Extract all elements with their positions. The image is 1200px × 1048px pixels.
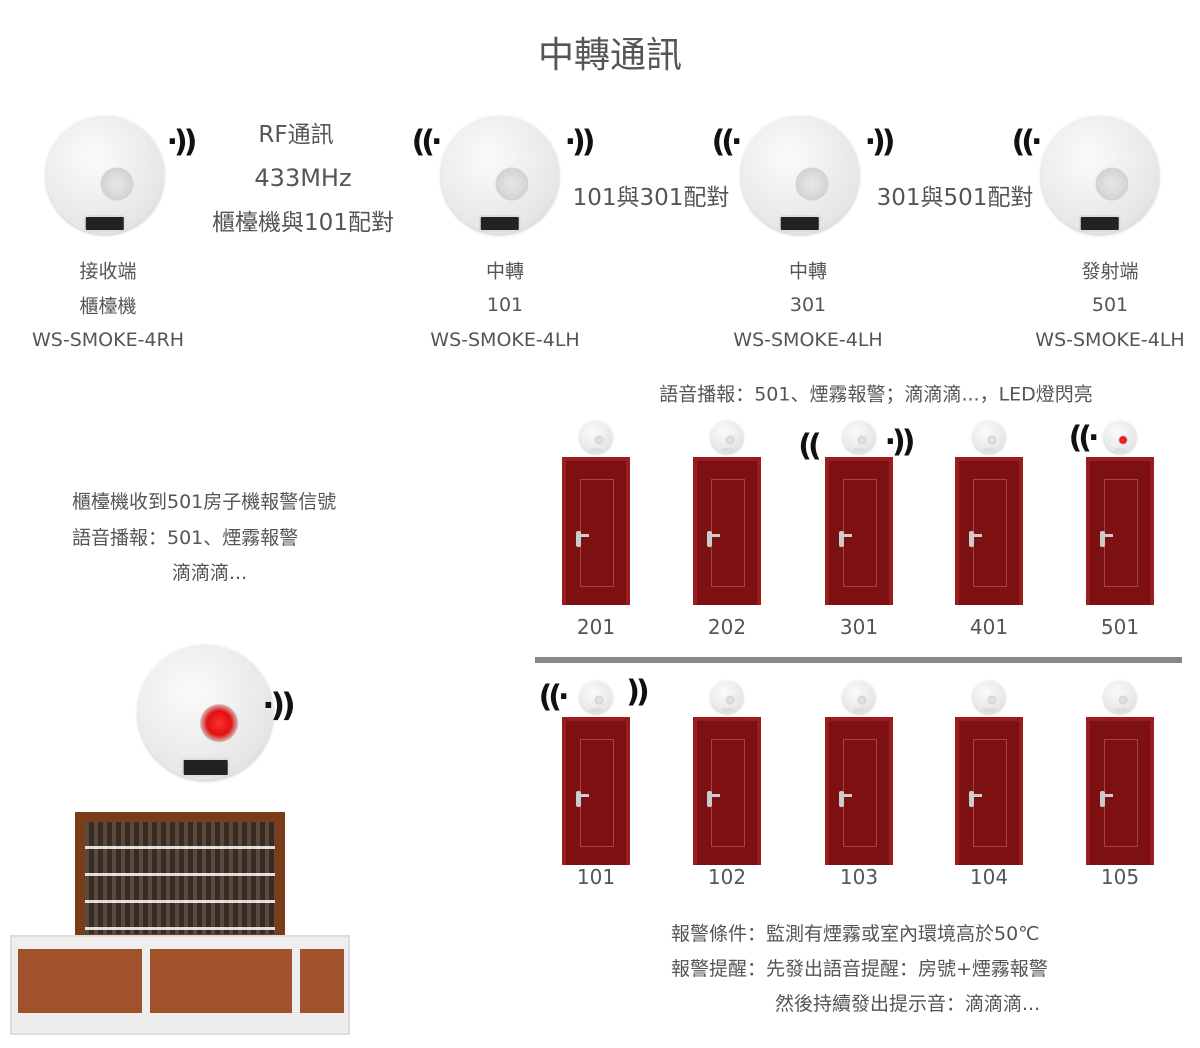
door-101 xyxy=(562,717,630,865)
device-name: 櫃檯機 xyxy=(79,295,137,318)
page-title: 中轉通訊 xyxy=(537,35,683,76)
signal-wave-icon: ·)) xyxy=(864,124,896,160)
room-smoke-detector xyxy=(843,681,875,713)
counter-text-line: 語音播報：501、煙霧報警 xyxy=(72,527,299,549)
signal-wave-icon: ·)) xyxy=(884,424,916,460)
smoke-detector-301 xyxy=(741,116,859,234)
signal-wave-icon: ·)) xyxy=(564,124,596,160)
alarm-followup: 然後持續發出提示音：滴滴滴... xyxy=(775,993,1041,1015)
room-number: 101 xyxy=(576,865,616,889)
pairing-301-501: 301與501配對 xyxy=(876,185,1034,211)
door-105 xyxy=(1086,717,1154,865)
signal-wave-icon: ·)) xyxy=(262,686,295,724)
signal-wave-icon: ((· xyxy=(1068,420,1100,456)
signal-wave-icon: ((· xyxy=(1011,124,1043,160)
device-name: 101 xyxy=(486,294,524,316)
room-number: 301 xyxy=(839,615,879,639)
room-smoke-detector xyxy=(711,681,743,713)
room-smoke-detector xyxy=(711,421,743,453)
pairing-101-301: 101與301配對 xyxy=(572,185,730,211)
room-smoke-detector xyxy=(973,421,1005,453)
counter-text-line: 滴滴滴... xyxy=(172,562,248,584)
signal-wave-icon: ((· xyxy=(538,679,570,715)
door-301 xyxy=(825,457,893,605)
room-number: 401 xyxy=(969,615,1009,639)
signal-wave-icon: ((· xyxy=(411,124,443,160)
device-model: WS-SMOKE-4LH xyxy=(430,329,580,351)
room-number: 102 xyxy=(707,865,747,889)
door-104 xyxy=(955,717,1023,865)
door-201 xyxy=(562,457,630,605)
door-501 xyxy=(1086,457,1154,605)
counter-text-line: 櫃檯機收到501房子機報警信號 xyxy=(72,491,337,513)
device-role: 接收端 xyxy=(79,260,137,283)
rf-frequency: 433MHz xyxy=(254,164,352,192)
broadcast-text: 語音播報：501、煙霧報警；滴滴滴...，LED燈閃亮 xyxy=(659,383,1093,406)
device-role: 中轉 xyxy=(485,260,525,283)
signal-wave-icon: ((· xyxy=(711,124,743,160)
signal-wave-icon: )) xyxy=(626,674,650,710)
room-number: 201 xyxy=(576,615,616,639)
room-smoke-detector xyxy=(1104,421,1136,453)
room-smoke-detector xyxy=(580,421,612,453)
device-role: 發射端 xyxy=(1081,260,1139,283)
device-model: WS-SMOKE-4LH xyxy=(1035,329,1185,351)
counter-smoke-detector xyxy=(138,645,273,780)
alarm-condition: 報警條件：監測有煙霧或室內環境高於50℃ xyxy=(671,923,1040,945)
room-number: 105 xyxy=(1100,865,1140,889)
room-number: 202 xyxy=(707,615,747,639)
device-name: 501 xyxy=(1091,294,1129,316)
smoke-detector-101 xyxy=(441,116,559,234)
smoke-detector-501 xyxy=(1041,116,1159,234)
signal-wave-icon: ·)) xyxy=(166,124,198,160)
room-smoke-detector xyxy=(580,681,612,713)
device-role: 中轉 xyxy=(788,260,828,283)
room-smoke-detector xyxy=(1104,681,1136,713)
room-number: 103 xyxy=(839,865,879,889)
counter-desk xyxy=(10,935,350,1035)
door-401 xyxy=(955,457,1023,605)
rf-pairing: 櫃檯機與101配對 xyxy=(212,210,394,236)
door-102 xyxy=(693,717,761,865)
alarm-reminder: 報警提醒：先發出語音提醒：房號+煙霧報警 xyxy=(671,958,1048,980)
room-number: 104 xyxy=(969,865,1009,889)
floor-divider xyxy=(535,657,1182,663)
room-number: 501 xyxy=(1100,615,1140,639)
rf-label: RF通訊 xyxy=(258,122,334,148)
room-smoke-detector xyxy=(843,421,875,453)
door-103 xyxy=(825,717,893,865)
counter-shelf xyxy=(75,812,285,940)
device-model: WS-SMOKE-4RH xyxy=(31,329,185,351)
room-smoke-detector xyxy=(973,681,1005,713)
device-name: 301 xyxy=(789,294,827,316)
door-202 xyxy=(693,457,761,605)
signal-wave-icon: (( xyxy=(798,428,822,464)
device-model: WS-SMOKE-4LH xyxy=(733,329,883,351)
smoke-detector-receiver xyxy=(46,116,164,234)
